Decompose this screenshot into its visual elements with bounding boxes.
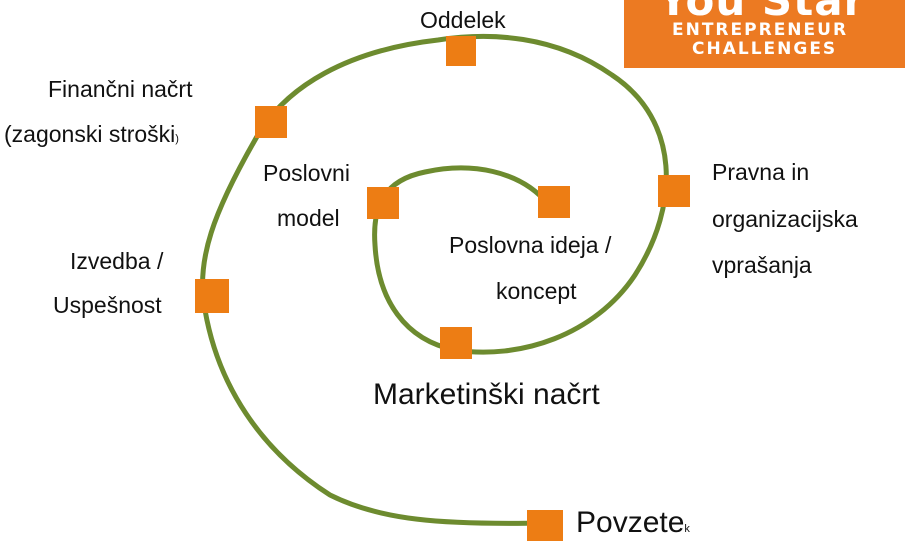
marker-poslovna-ideja: [538, 186, 570, 218]
marker-financni-nacrt: [255, 106, 287, 138]
label-pravna-line3: vprašanja: [712, 252, 812, 278]
label-financni-suffix: ): [175, 133, 179, 145]
logo-line-1: ENTREPRENEUR: [672, 20, 849, 40]
label-marketing: Marketinški načrt: [373, 378, 600, 411]
label-financni-line2: (zagonski stroški): [4, 119, 179, 155]
marker-izvedba: [195, 279, 229, 313]
label-pravna-line2: organizacijska: [712, 206, 858, 232]
label-povzetek-main: Povzete: [576, 506, 685, 539]
marker-marketing: [440, 327, 472, 359]
label-izvedba-line1: Izvedba /: [70, 248, 164, 274]
label-oddelek: Oddelek: [420, 7, 506, 33]
spiral-path: [200, 33, 669, 526]
youstart-logo: You Star ENTREPRENEUR CHALLENGES: [624, 0, 905, 68]
label-ideja-line2: koncept: [496, 278, 577, 304]
label-poslovni-model-line1: Poslovni: [263, 160, 350, 186]
logo-top-text: You Star: [658, 0, 866, 25]
label-povzetek-suffix: k: [684, 523, 690, 535]
marker-pravna-vprasanja: [658, 175, 690, 207]
label-pravna-line1: Pravna in: [712, 159, 810, 185]
label-poslovni-model-line2: model: [277, 205, 340, 231]
label-povzetek: Povzetek: [576, 505, 690, 547]
logo-line-2: CHALLENGES: [692, 39, 838, 59]
label-izvedba-line2: Uspešnost: [53, 292, 162, 318]
label-financni-main: (zagonski stroški: [4, 121, 176, 147]
marker-oddelek: [446, 36, 476, 66]
label-financni-line1: Finančni načrt: [48, 76, 193, 102]
label-ideja-line1: Poslovna ideja /: [449, 232, 612, 258]
marker-poslovni-model: [367, 187, 399, 219]
marker-povzetek: [527, 510, 563, 541]
